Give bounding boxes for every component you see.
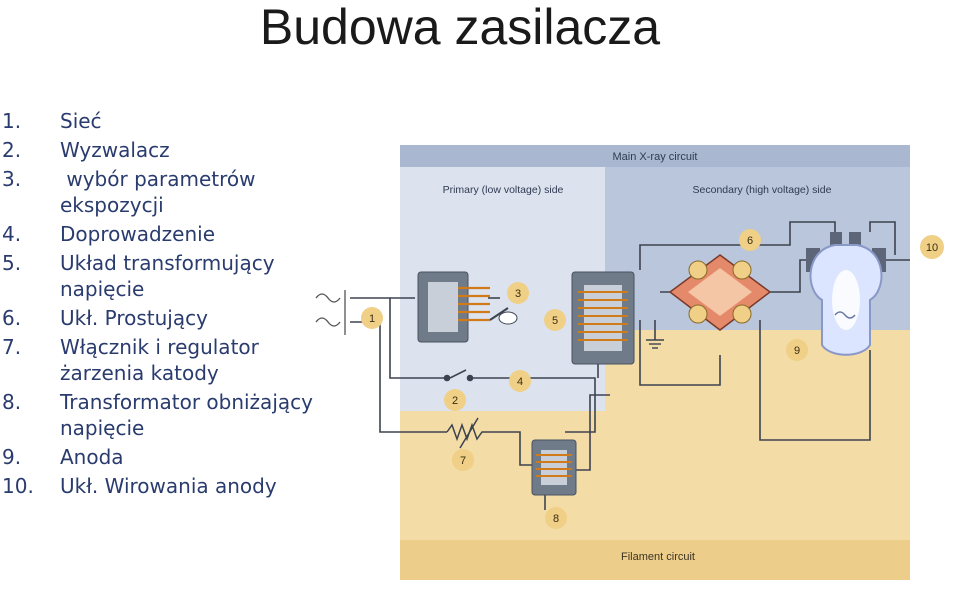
callout-10: 10 — [920, 235, 944, 259]
list-text: Anoda — [60, 445, 124, 469]
callout-4: 4 — [509, 370, 531, 392]
list-number: 9. — [2, 445, 22, 469]
svg-text:6: 6 — [747, 235, 753, 247]
callout-3: 3 — [507, 282, 529, 304]
main-circuit-header — [400, 145, 910, 167]
list-number: 10. — [2, 474, 34, 498]
list-item: 4. Doprowadzenie — [2, 221, 332, 247]
svg-text:7: 7 — [460, 455, 466, 467]
svg-text:10: 10 — [926, 242, 938, 254]
primary-side-label: Primary (low voltage) side — [443, 184, 564, 196]
list-item: 2. Wyzwalacz — [2, 137, 332, 163]
filament-rheostat — [446, 417, 488, 449]
list-number: 4. — [2, 222, 22, 246]
callout-9: 9 — [786, 339, 808, 361]
list-text: Sieć — [60, 109, 102, 133]
ac-source-icon — [315, 290, 346, 335]
list-text: Włącznik i regulator żarzenia katody — [60, 335, 259, 385]
main-circuit-label: Main X-ray circuit — [613, 151, 698, 163]
step-up-transformer — [571, 271, 635, 365]
callout-6: 6 — [739, 229, 761, 251]
list-text: Ukł. Wirowania anody — [60, 474, 277, 498]
filament-transformer — [531, 439, 577, 496]
list-item: 1. Sieć — [2, 108, 332, 134]
list-item: 5. Układ transformujący napięcie — [2, 250, 332, 302]
callout-5: 5 — [544, 309, 566, 331]
list-item: 6. Ukł. Prostujący — [2, 305, 332, 331]
list-number: 8. — [2, 390, 22, 414]
list-item: 8. Transformator obniżający napięcie — [2, 389, 332, 441]
filament-footer — [400, 540, 910, 580]
svg-text:2: 2 — [452, 395, 458, 407]
component-list: 1. Sieć 2. Wyzwalacz 3. wybór parametrów e… — [2, 108, 332, 502]
list-number: 2. — [2, 138, 22, 162]
callout-7: 7 — [452, 449, 474, 471]
list-text: Wyzwalacz — [60, 138, 170, 162]
timer-switch — [443, 369, 474, 382]
filament-circuit-label: Filament circuit — [621, 551, 695, 563]
list-number: 7. — [2, 335, 22, 359]
page-title: Budowa zasilacza — [259, 0, 661, 55]
svg-text:5: 5 — [552, 315, 558, 327]
list-number: 1. — [2, 109, 22, 133]
xray-tube — [806, 232, 886, 356]
rectifier-bridge — [668, 254, 772, 331]
secondary-side-label: Secondary (high voltage) side — [693, 184, 832, 196]
svg-text:9: 9 — [794, 345, 800, 357]
list-number: 5. — [2, 251, 22, 275]
list-item: 9. Anoda — [2, 444, 332, 470]
list-number: 3. — [2, 167, 22, 191]
list-text: wybór parametrów ekspozycji — [60, 167, 262, 217]
svg-text:1: 1 — [369, 313, 375, 325]
list-number: 6. — [2, 306, 22, 330]
filament-panel — [400, 330, 910, 580]
callout-2: 2 — [444, 389, 466, 411]
autotransformer — [417, 271, 518, 343]
list-item: 7. Włącznik i regulator żarzenia katody — [2, 334, 332, 386]
callout-1: 1 — [361, 307, 383, 329]
list-text: Transformator obniżający napięcie — [60, 390, 313, 440]
xray-circuit-diagram: Main X-ray circuit Primary (low voltage)… — [315, 145, 944, 580]
list-text: Układ transformujący napięcie — [60, 251, 275, 301]
list-item: 3. wybór parametrów ekspozycji — [2, 166, 332, 218]
svg-text:4: 4 — [517, 376, 523, 388]
list-item: 10. Ukł. Wirowania anody — [2, 473, 332, 499]
list-text: Ukł. Prostujący — [60, 306, 208, 330]
list-text: Doprowadzenie — [60, 222, 215, 246]
svg-text:8: 8 — [553, 513, 559, 525]
callout-8: 8 — [545, 507, 567, 529]
ground-symbol — [646, 339, 664, 349]
svg-text:3: 3 — [515, 288, 521, 300]
